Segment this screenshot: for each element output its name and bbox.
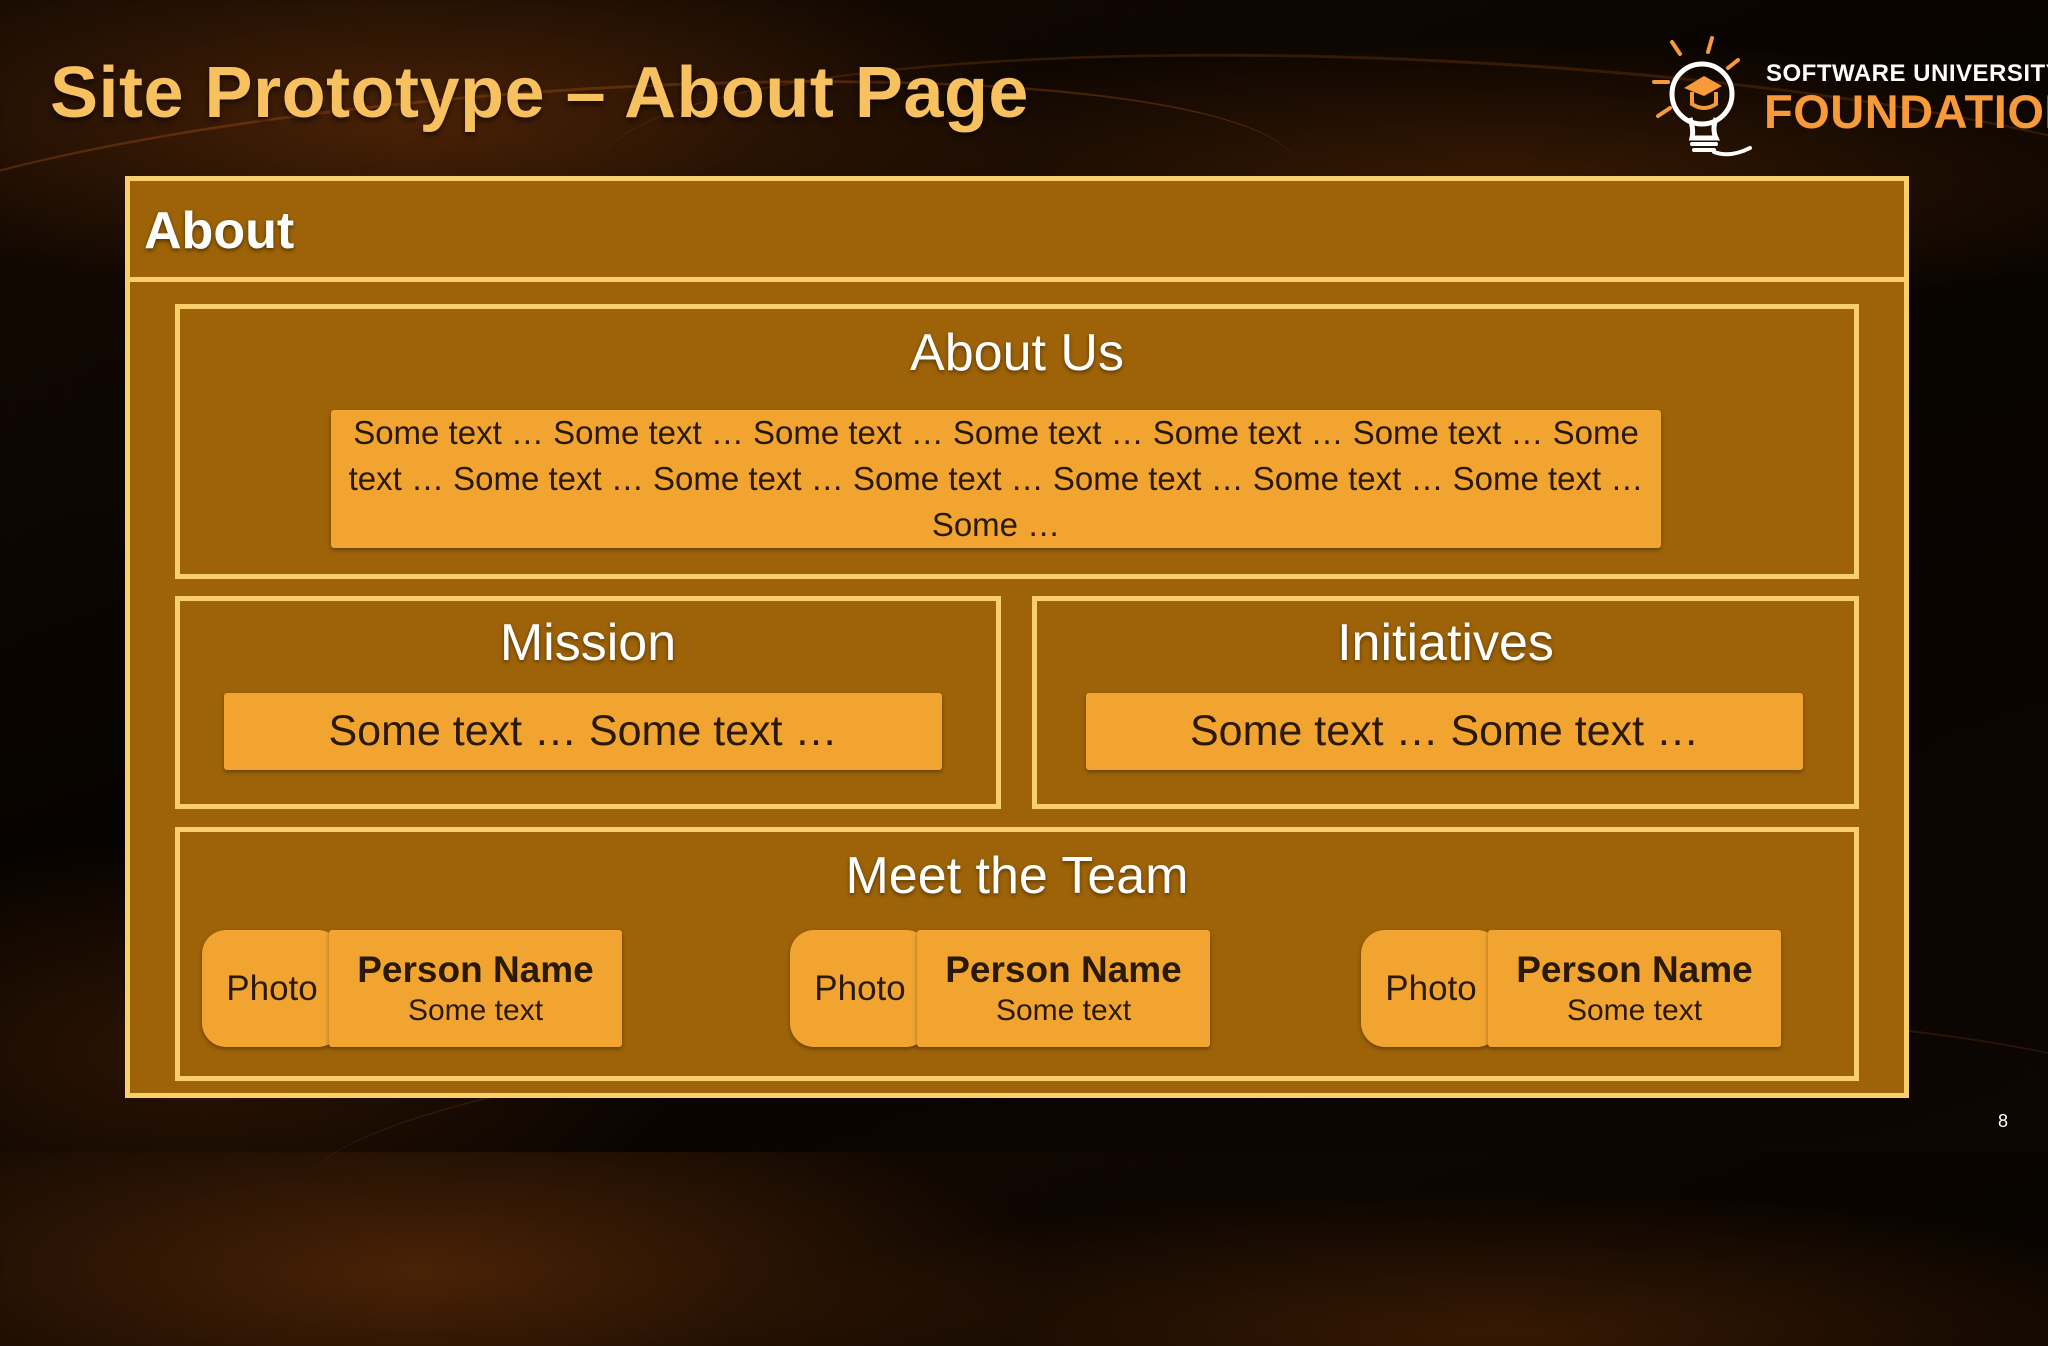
initiatives-text-box: Some text … Some text …	[1086, 693, 1803, 770]
about-us-title: About Us	[910, 324, 1124, 382]
about-header-bar: About	[130, 181, 1904, 282]
page-number: 8	[1997, 1111, 2008, 1131]
team-member-card: Person Name Some text	[329, 930, 622, 1047]
team-member-photo: Photo	[1361, 930, 1501, 1047]
team-member-text: Some text	[407, 993, 544, 1027]
about-page-prototype: About About Us Some text … Some text … S…	[125, 176, 1909, 1098]
team-member-card: Person Name Some text	[917, 930, 1210, 1047]
about-us-section: About Us Some text … Some text … Some te…	[175, 304, 1859, 579]
softuni-foundation-logo: SOFTWARE UNIVERSITY FOUNDATION	[1650, 30, 2048, 160]
team-member-card: Person Name Some text	[1488, 930, 1781, 1047]
meet-the-team-title: Meet the Team	[845, 847, 1189, 905]
team-member-name: Person Name	[945, 948, 1182, 990]
mission-section: Mission Some text … Some text …	[175, 596, 1001, 809]
about-header-label: About	[144, 202, 295, 260]
mission-title: Mission	[499, 614, 677, 672]
team-member-text: Some text	[995, 993, 1132, 1027]
team-member-name: Person Name	[1516, 948, 1753, 990]
slide-title: Site Prototype – About Page	[50, 53, 1029, 133]
logo-line-1: SOFTWARE UNIVERSITY	[1766, 60, 2048, 87]
meet-the-team-section: Meet the Team Photo Person Name Some tex…	[175, 827, 1859, 1081]
initiatives-title: Initiatives	[1337, 614, 1554, 672]
team-member-photo: Photo	[202, 930, 342, 1047]
lightbulb-icon	[1652, 36, 1752, 157]
mission-text-box: Some text … Some text …	[224, 693, 942, 770]
team-member-text: Some text	[1566, 993, 1703, 1027]
initiatives-section: Initiatives Some text … Some text …	[1032, 596, 1859, 809]
about-us-text-box: Some text … Some text … Some text … Some…	[331, 410, 1661, 548]
team-member-photo: Photo	[790, 930, 930, 1047]
team-member-name: Person Name	[357, 948, 594, 990]
logo-line-2: FOUNDATION	[1764, 85, 2048, 138]
